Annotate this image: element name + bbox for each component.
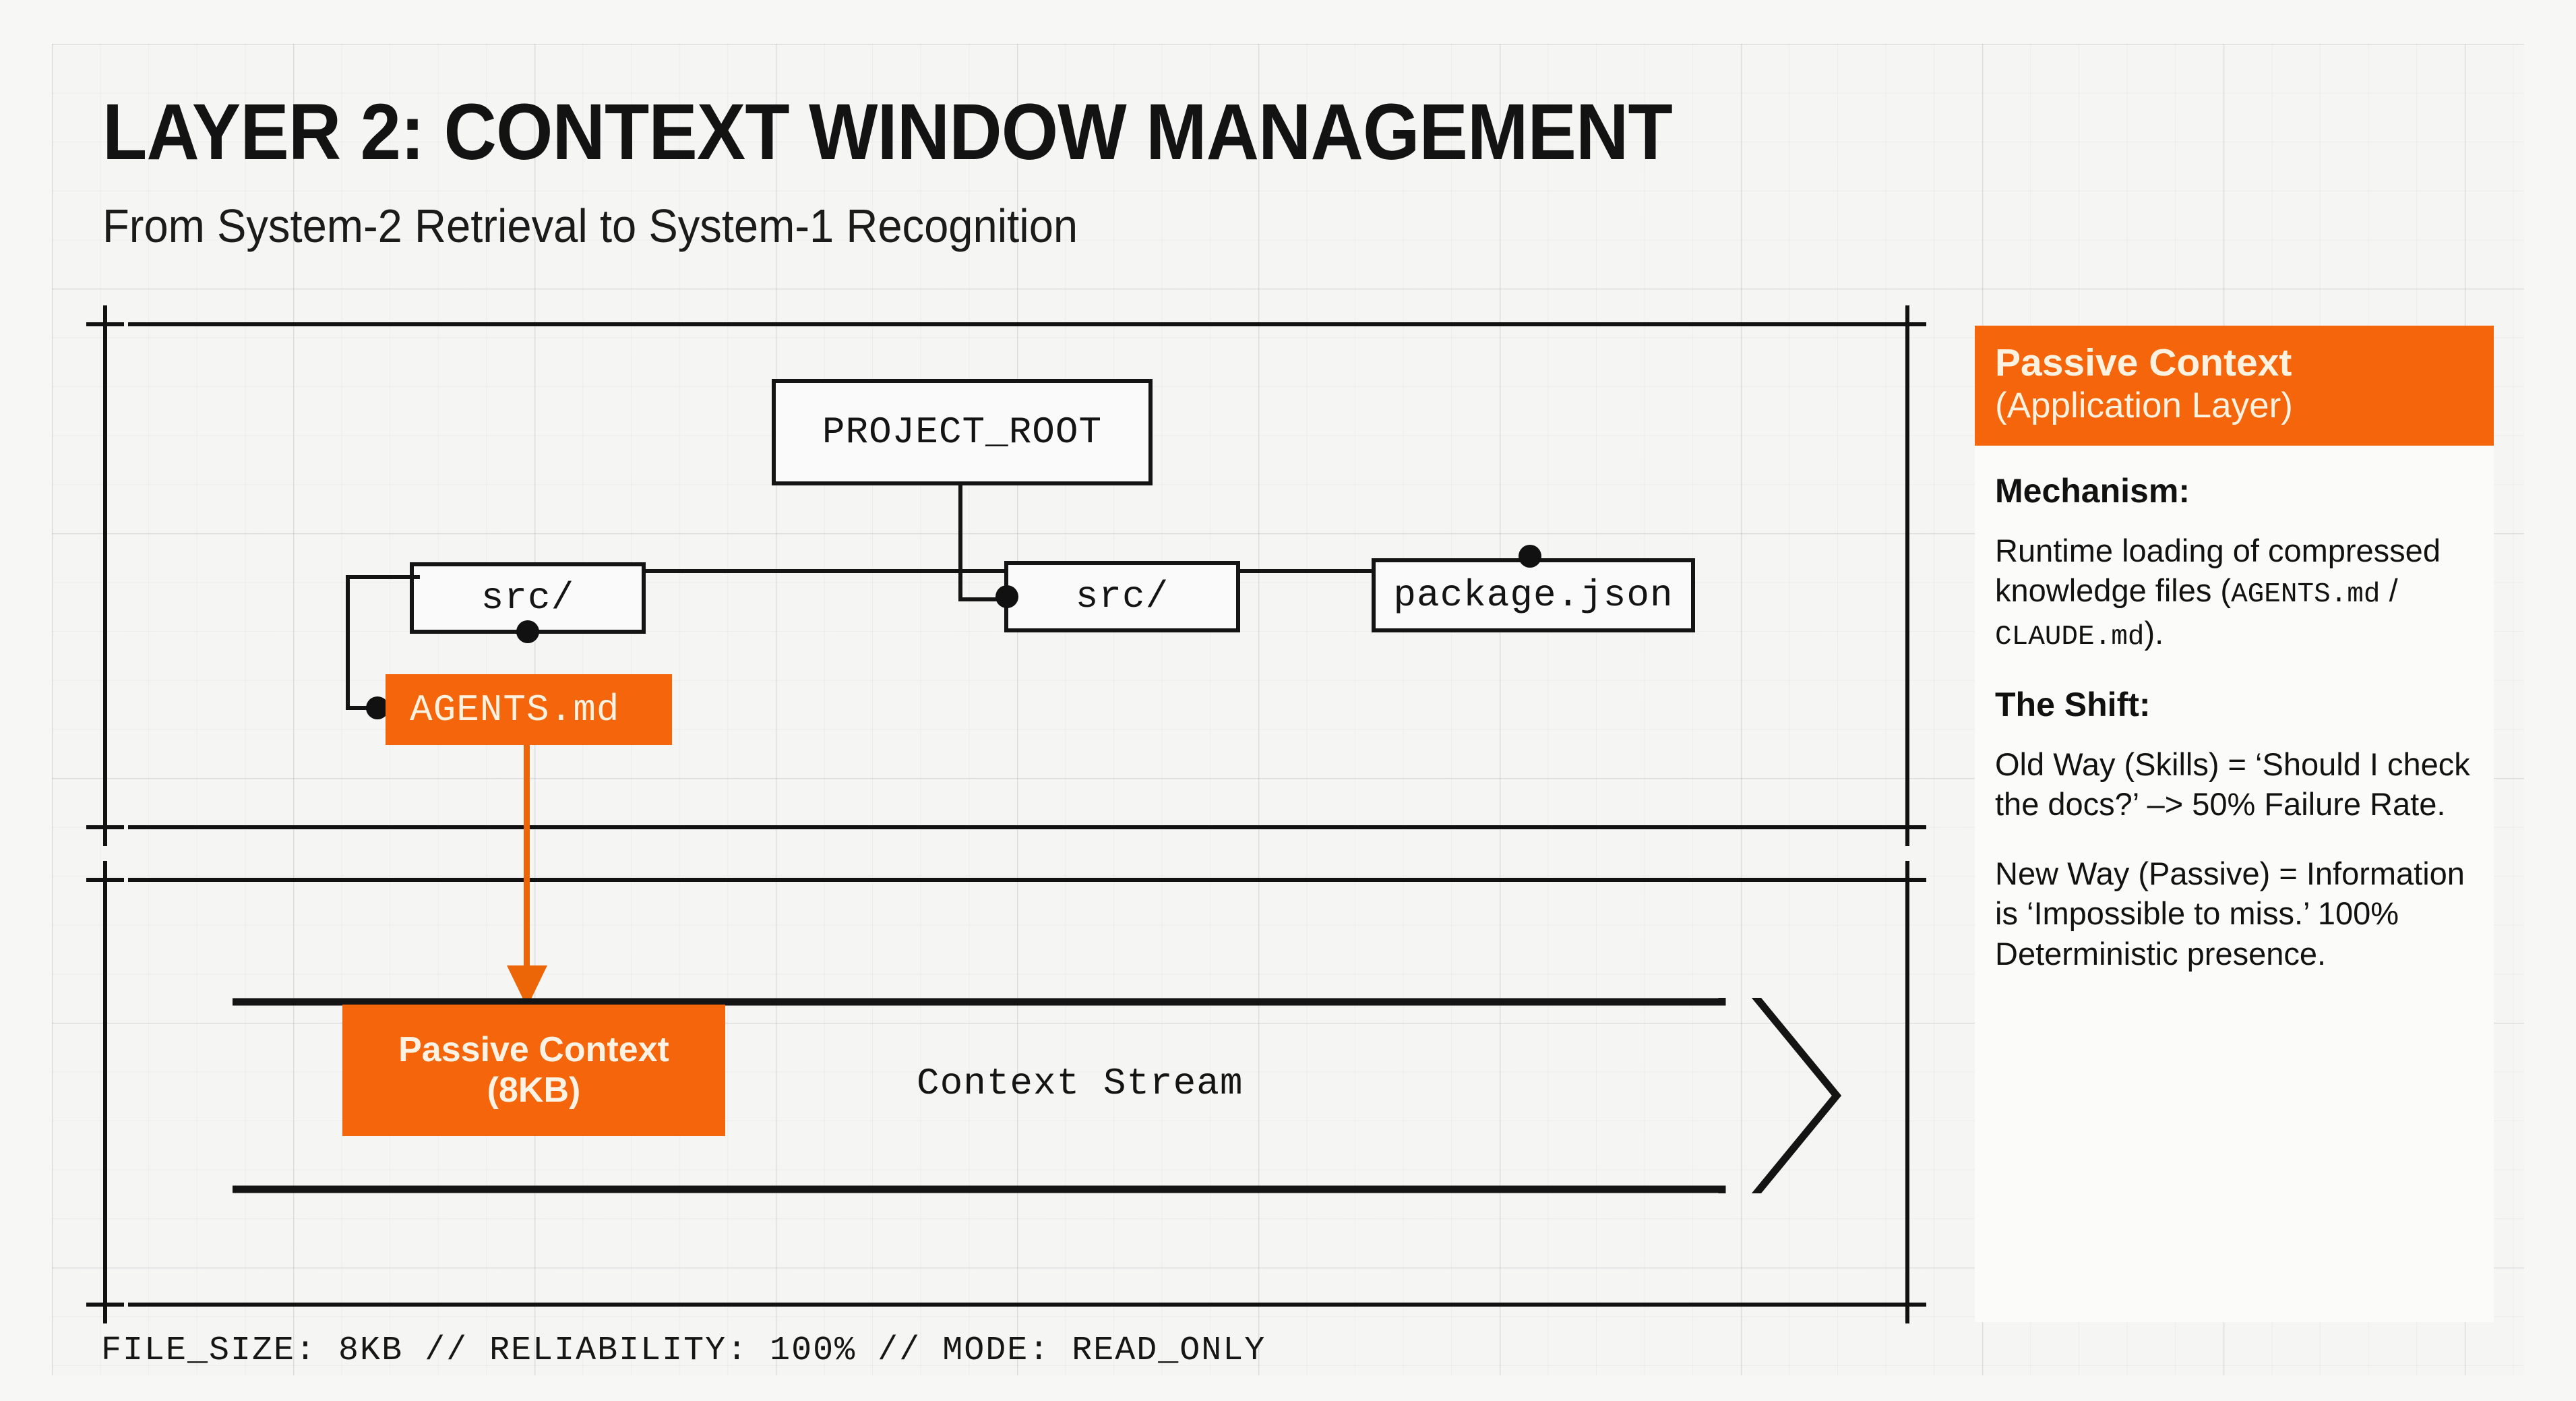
mechanism-heading: Mechanism: [1995, 472, 2190, 510]
panel-title: Passive Context [1995, 341, 2292, 384]
tree-node-label: src/ [481, 576, 575, 620]
shift-heading: The Shift: [1995, 685, 2151, 723]
frame-rule-left-lower [103, 897, 107, 1288]
panel-header: Passive Context (Application Layer) [1975, 326, 2494, 446]
passive-context-block-line2: (8KB) [487, 1070, 581, 1110]
divider-rule-bottom [128, 1303, 1897, 1307]
connector-drop-src-mid [958, 569, 962, 599]
tree-node-label: AGENTS.md [410, 688, 620, 732]
crosshair-tick-top-left [86, 305, 124, 343]
connector-dot-src-mid [995, 585, 1018, 608]
tree-node-label: src/ [1075, 575, 1169, 618]
crosshair-tick-mid-lower-left [86, 861, 124, 899]
shift-old-way: Old Way (Skills) = ‘Should I check the d… [1995, 746, 2470, 822]
connector-elbow-top-agents [346, 575, 420, 579]
context-stream-label: Context Stream [917, 1062, 1244, 1105]
status-line: FILE_SIZE: 8KB // RELIABILITY: 100% // M… [101, 1332, 1266, 1370]
frame-rule-left-upper [103, 340, 107, 809]
frame-rule-right-upper [1905, 340, 1909, 809]
frame-rule-right-lower [1905, 897, 1909, 1288]
passive-context-block[interactable]: Passive Context (8KB) [342, 1005, 725, 1136]
mechanism-text: Runtime loading of compressed knowledge … [1995, 531, 2474, 655]
divider-rule-mid-lower [128, 878, 1897, 882]
panel-subtitle: (Application Layer) [1995, 385, 2293, 425]
connector-dot-src-left [516, 620, 539, 643]
connector-dot-agents-md [366, 696, 389, 719]
tree-node-src-mid[interactable]: src/ [1004, 561, 1240, 632]
crosshair-tick-bottom-left [86, 1286, 124, 1323]
passive-context-panel: Passive Context (Application Layer) Mech… [1975, 326, 2494, 1322]
connector-root-stem [958, 485, 962, 573]
crosshair-tick-mid-upper-right [1889, 808, 1926, 846]
connector-into-src-mid [958, 597, 1016, 601]
mechanism-text-a: Runtime loading of compressed knowledge … [1995, 533, 2441, 609]
context-stream-arrow [233, 998, 1850, 1193]
flow-arrow-shaft [524, 745, 530, 984]
crosshair-tick-mid-upper-left [86, 808, 124, 846]
tree-node-project-root[interactable]: PROJECT_ROOT [772, 379, 1153, 485]
crosshair-tick-mid-lower-right [1889, 861, 1926, 899]
connector-dot-package-json [1519, 545, 1541, 568]
tree-node-agents-md[interactable]: AGENTS.md [386, 674, 672, 745]
page-subtitle: From System-2 Retrieval to System-1 Reco… [102, 200, 1078, 252]
mechanism-file-agents: AGENTS.md [2231, 579, 2381, 611]
tree-node-label: PROJECT_ROOT [822, 411, 1103, 454]
crosshair-tick-top-right [1889, 305, 1926, 343]
page-title: LAYER 2: CONTEXT WINDOW MANAGEMENT [102, 88, 1673, 177]
tree-node-package-json[interactable]: package.json [1372, 558, 1695, 632]
passive-context-block-line1: Passive Context [398, 1030, 669, 1069]
shift-new-way: New Way (Passive) = Information is ‘Impo… [1995, 856, 2465, 972]
divider-rule-top [128, 322, 1897, 326]
panel-body: Mechanism: Runtime loading of compressed… [1975, 446, 2494, 974]
mechanism-file-claude: CLAUDE.md [1995, 622, 2145, 653]
crosshair-tick-bottom-right [1889, 1286, 1926, 1323]
mechanism-text-b: / [2380, 572, 2398, 609]
tree-node-label: package.json [1393, 574, 1674, 617]
divider-rule-mid-upper [128, 825, 1897, 829]
mechanism-text-c: ). [2144, 615, 2164, 651]
connector-elbow-vert-agents [346, 575, 350, 710]
